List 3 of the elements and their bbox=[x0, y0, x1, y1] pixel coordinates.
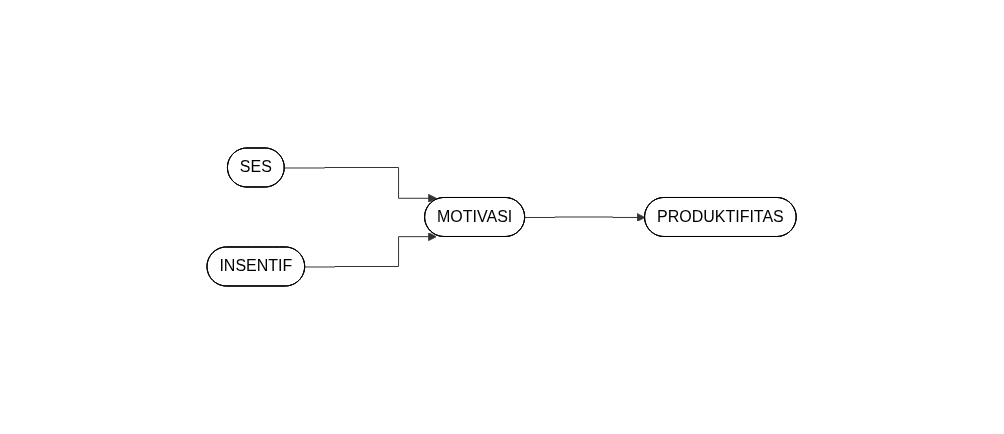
arrow bbox=[305, 232, 438, 268]
arrow bbox=[525, 213, 646, 222]
arrow bbox=[284, 167, 438, 203]
